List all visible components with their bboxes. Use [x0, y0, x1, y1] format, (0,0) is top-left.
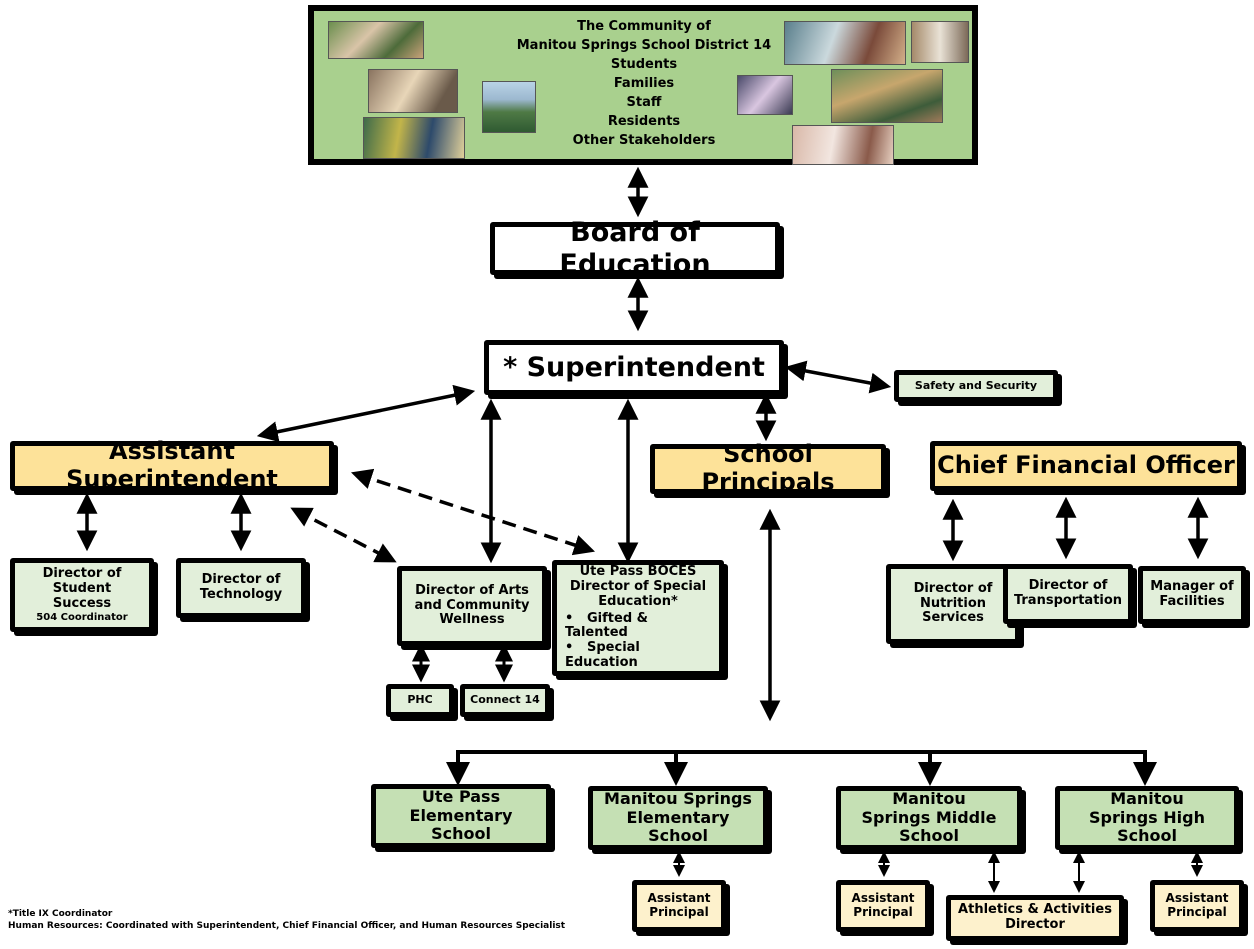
community-line: Students	[610, 57, 678, 72]
footnote-hr: Human Resources: Coordinated with Superi…	[8, 921, 566, 931]
community-line: Other Stakeholders	[572, 133, 716, 148]
arrow-asst-arts-dashed	[290, 507, 397, 563]
manager-facilities-box: Manager of Facilities	[1138, 566, 1246, 624]
community-text: The Community of Manitou Springs School …	[504, 17, 784, 150]
connect14-box: Connect 14	[460, 684, 550, 717]
community-line: Residents	[607, 114, 681, 129]
photo-gym	[911, 21, 969, 63]
school-box: Manitou Springs High School	[1055, 786, 1239, 850]
photo-volleyball	[792, 125, 894, 165]
photo-mountains	[482, 81, 536, 133]
director-student-success-box: Director of Student Success 504 Coordina…	[10, 558, 154, 632]
footnotes: *Title IX Coordinator Human Resources: C…	[8, 908, 565, 932]
dss-subtitle: 504 Coordinator	[36, 611, 128, 623]
school-box: Manitou Springs Middle School	[836, 786, 1022, 850]
school-box: Manitou Springs Elementary School	[588, 786, 768, 850]
director-nutrition-box: Director of Nutrition Services	[886, 564, 1020, 644]
connect14-label: Connect 14	[470, 693, 540, 707]
ute-pass-boces-box: Ute Pass BOCES Director of Special Educa…	[552, 560, 724, 676]
dss-title: Director of Student Success	[42, 565, 122, 611]
athletics-director-box: Athletics & Activities Director	[946, 895, 1124, 941]
photo-cyclists	[363, 117, 465, 159]
director-technology-box: Director of Technology	[176, 558, 306, 618]
superintendent-box: * Superintendent	[484, 340, 784, 395]
assistant-principal-box: Assistant Principal	[632, 880, 726, 932]
community-line: Staff	[626, 95, 662, 110]
school-box: Ute Pass Elementary School	[371, 784, 551, 848]
director-arts-box: Director of Arts and Community Wellness	[397, 566, 547, 646]
assistant-superintendent-box: Assistant Superintendent	[10, 437, 334, 493]
assistant-principal-label: Assistant Principal	[647, 891, 711, 919]
footnote-title-ix: *Title IX Coordinator	[8, 909, 113, 919]
assistant-principal-label: Assistant Principal	[1165, 891, 1229, 919]
board-of-education-box: Board of Education	[490, 217, 780, 280]
arrow-supt-asst	[256, 384, 476, 443]
facilities-label: Manager of Facilities	[1150, 579, 1234, 609]
nutrition-label: Director of Nutrition Services	[913, 580, 993, 626]
boces-item: Gifted & Talented	[565, 611, 711, 642]
athletics-label: Athletics & Activities Director	[958, 902, 1112, 932]
cfo-label: Chief Financial Officer	[937, 451, 1235, 480]
assistant-principal-box: Assistant Principal	[1150, 880, 1244, 932]
school-name: Ute Pass Elementary School	[409, 787, 513, 844]
school-name: Manitou Springs Middle School	[861, 789, 997, 846]
cfo-box: Chief Financial Officer	[930, 441, 1242, 491]
boces-item: Special Education	[565, 640, 711, 671]
photo-classroom	[368, 69, 458, 113]
schools-bracket	[446, 750, 1157, 786]
phc-label: PHC	[407, 693, 433, 707]
tech-label: Director of Technology	[199, 572, 283, 602]
assistant-principal-box: Assistant Principal	[836, 880, 930, 932]
photo-students-group	[328, 21, 424, 59]
phc-box: PHC	[386, 684, 454, 717]
community-line: Manitou Springs School District 14	[516, 38, 772, 53]
assistant-principal-label: Assistant Principal	[851, 891, 915, 919]
community-line: The Community of	[577, 19, 711, 34]
photo-presentation	[737, 75, 793, 115]
arts-label: Director of Arts and Community Wellness	[414, 582, 530, 628]
arrow-supt-safety	[784, 360, 892, 394]
transportation-label: Director of Transportation	[1013, 578, 1123, 608]
director-transportation-box: Director of Transportation	[1003, 564, 1133, 624]
school-name: Manitou Springs High School	[1088, 789, 1205, 846]
safety-security-box: Safety and Security	[894, 370, 1058, 402]
school-name: Manitou Springs Elementary School	[604, 789, 752, 846]
photo-science-lab	[784, 21, 906, 65]
boces-title: Ute Pass BOCES Director of Special Educa…	[569, 563, 707, 609]
board-label: Board of Education	[559, 217, 711, 280]
safety-label: Safety and Security	[914, 378, 1038, 392]
school-principals-box: School Principals	[650, 440, 886, 496]
photo-crowd	[831, 69, 943, 123]
assistant-superintendent-label: Assistant Superintendent	[66, 437, 278, 493]
superintendent-label: * Superintendent	[503, 351, 765, 383]
community-line: Families	[613, 76, 675, 91]
school-principals-label: School Principals	[701, 440, 835, 496]
community-banner: The Community of Manitou Springs School …	[308, 5, 978, 165]
arrow-asst-boces-dashed	[351, 468, 595, 556]
